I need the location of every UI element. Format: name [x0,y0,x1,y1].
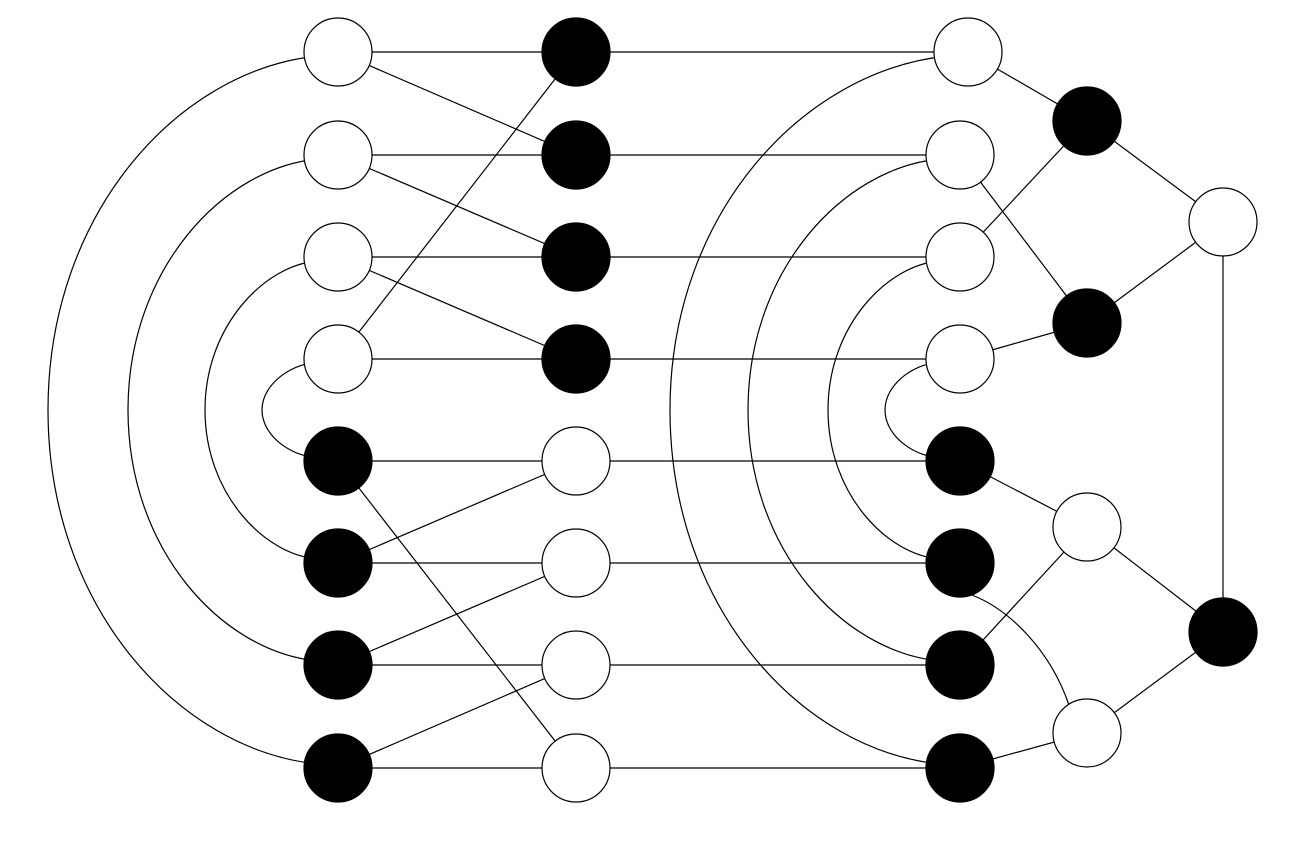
node-b4-empty [541,426,611,496]
edge-a2-b3 [337,256,577,360]
node-b7-empty [541,733,611,803]
node-a5-filled [303,528,373,598]
edge-c1-r2 [959,154,1088,324]
node-b0-filled [541,17,611,87]
node-c6-filled [925,630,995,700]
node-r4-filled [1188,597,1258,667]
edge-a2-a5 [204,260,319,560]
edge-c3-c4 [884,362,941,458]
node-b5-empty [541,528,611,598]
node-c3-empty [925,324,995,394]
edge-a0-a7 [47,55,319,765]
node-b3-filled [541,324,611,394]
node-b2-filled [541,222,611,292]
node-b1-filled [541,120,611,190]
edge-a1-a6 [127,158,319,662]
node-c5-filled [925,528,995,598]
node-a7-filled [303,733,373,803]
node-a0-empty [303,17,373,87]
edges [47,51,1224,769]
node-a2-empty [303,222,373,292]
node-a6-filled [303,630,373,700]
edge-c1-c6 [747,158,941,662]
node-c2-empty [925,222,995,292]
node-r5-empty [1052,698,1122,768]
node-c7-filled [925,733,995,803]
node-r3-empty [1052,492,1122,562]
edge-a5-b4 [337,460,577,564]
node-c4-filled [925,426,995,496]
node-r1-empty [1188,187,1258,257]
nodes [303,17,1258,803]
node-b6-empty [541,630,611,700]
node-a4-filled [303,426,373,496]
node-a3-empty [303,324,373,394]
edge-c2-c5 [827,260,941,560]
edge-a6-b5 [337,562,577,666]
edge-a7-b6 [337,664,577,769]
node-a1-empty [303,120,373,190]
node-r0-filled [1052,86,1122,156]
edge-a0-b1 [337,51,577,156]
node-r2-filled [1052,288,1122,358]
edge-a3-a4 [261,362,319,458]
edge-c5-r5 [971,594,1070,706]
node-c0-empty [933,17,1003,87]
node-c1-empty [925,120,995,190]
edge-a3-b0 [337,51,577,360]
edge-c0-c7 [669,55,949,765]
